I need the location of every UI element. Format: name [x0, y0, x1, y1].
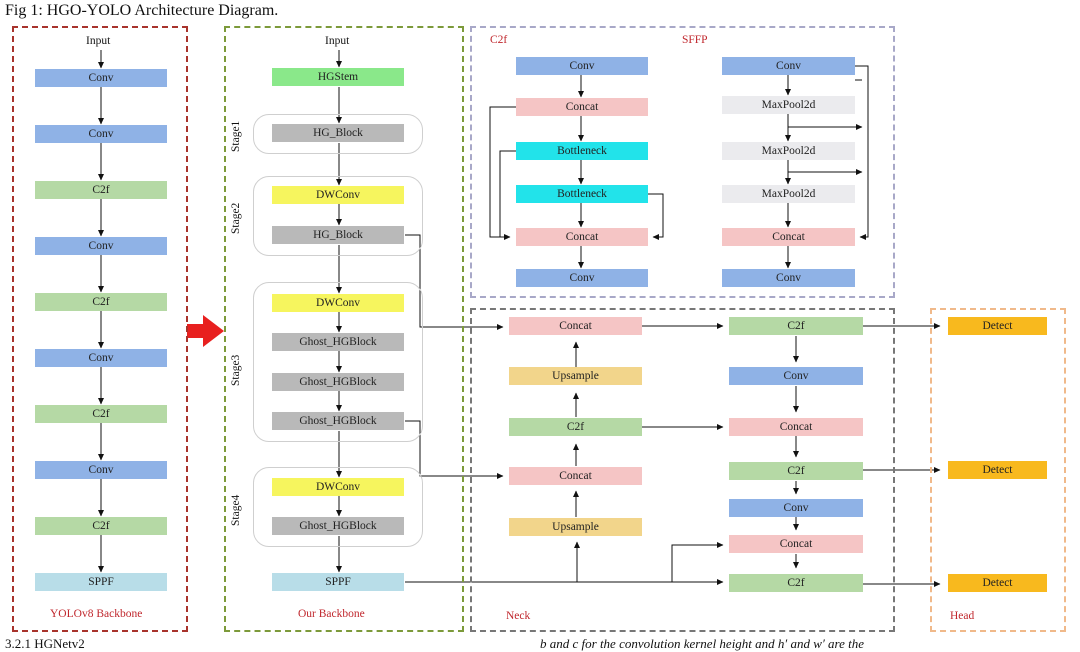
neck-right-block: C2f	[729, 462, 863, 480]
yolov8-backbone-label: YOLOv8 Backbone	[50, 608, 143, 620]
c2f-detail-block: Concat	[516, 228, 648, 246]
detect-block: Detect	[948, 461, 1047, 479]
stage1-outline	[253, 114, 423, 154]
detect-block: Detect	[948, 574, 1047, 592]
sffp-detail-block: MaxPool2d	[722, 142, 855, 160]
yolov8-block: C2f	[35, 405, 167, 423]
c2f-sffp-panel	[470, 26, 895, 298]
hgstem-block: HGStem	[272, 68, 404, 86]
ours-input-label: Input	[325, 35, 350, 47]
neck-left-block: Upsample	[509, 518, 642, 536]
neck-left-block: Upsample	[509, 367, 642, 385]
neck-right-block: Conv	[729, 499, 863, 517]
stage4-label: Stage4	[230, 494, 242, 526]
c2f-detail-block: Conv	[516, 269, 648, 287]
sffp-detail-block: Concat	[722, 228, 855, 246]
sffp-detail-block: MaxPool2d	[722, 185, 855, 203]
detect-block: Detect	[948, 317, 1047, 335]
figure-caption: Fig 1: HGO-YOLO Architecture Diagram.	[5, 2, 279, 19]
neck-left-block: Concat	[509, 317, 642, 335]
neck-right-block: C2f	[729, 317, 863, 335]
yolov8-backbone-panel	[12, 26, 188, 632]
stage4-outline	[253, 467, 423, 547]
yolov8-block: Conv	[35, 237, 167, 255]
stage2-block: HG_Block	[272, 226, 404, 244]
sffp-detail-block: Conv	[722, 269, 855, 287]
yolov8-block: Conv	[35, 461, 167, 479]
yolov8-block: C2f	[35, 293, 167, 311]
head-panel	[930, 308, 1066, 632]
neck-left-block: Concat	[509, 467, 642, 485]
stage3-label: Stage3	[230, 354, 242, 386]
stage3-block: Ghost_HGBlock	[272, 412, 404, 430]
neck-panel	[470, 308, 895, 632]
head-label: Head	[950, 610, 975, 622]
c2f-detail-block: Bottleneck	[516, 185, 648, 203]
c2f-detail-block: Conv	[516, 57, 648, 75]
sffp-detail-block: MaxPool2d	[722, 96, 855, 114]
stage1-block: HG_Block	[272, 124, 404, 142]
yolov8-input-label: Input	[86, 35, 111, 47]
stage2-label: Stage2	[230, 202, 242, 234]
sffp-detail-block: Conv	[722, 57, 855, 75]
stage3-outline	[253, 282, 423, 442]
yolov8-block: Conv	[35, 69, 167, 87]
ours-sppf-block: SPPF	[272, 573, 404, 591]
yolov8-block: Conv	[35, 125, 167, 143]
stage4-block: Ghost_HGBlock	[272, 517, 404, 535]
body-text-fragment: b and c for the convolution kernel heigh…	[540, 636, 865, 651]
stage3-block: Ghost_HGBlock	[272, 373, 404, 391]
yolov8-block: C2f	[35, 181, 167, 199]
stage3-block: Ghost_HGBlock	[272, 333, 404, 351]
yolov8-sppf-block: SPPF	[35, 573, 167, 591]
sffp-title: SFFP	[682, 34, 708, 46]
neck-left-block: C2f	[509, 418, 642, 436]
section-heading-fragment: 3.2.1 HGNetv2	[5, 636, 85, 651]
big-red-arrow	[187, 315, 224, 347]
stage2-block: DWConv	[272, 186, 404, 204]
yolov8-block: C2f	[35, 517, 167, 535]
stage3-block: DWConv	[272, 294, 404, 312]
c2f-title: C2f	[490, 34, 508, 46]
our-backbone-panel	[224, 26, 464, 632]
neck-right-block: Conv	[729, 367, 863, 385]
yolov8-block: Conv	[35, 349, 167, 367]
neck-right-block: Concat	[729, 535, 863, 553]
our-backbone-label: Our Backbone	[298, 608, 365, 620]
neck-label: Neck	[506, 610, 531, 622]
neck-right-block: Concat	[729, 418, 863, 436]
neck-right-block: C2f	[729, 574, 863, 592]
stage1-label: Stage1	[230, 120, 242, 152]
c2f-detail-block: Bottleneck	[516, 142, 648, 160]
c2f-detail-block: Concat	[516, 98, 648, 116]
stage4-block: DWConv	[272, 478, 404, 496]
stage2-outline	[253, 176, 423, 256]
